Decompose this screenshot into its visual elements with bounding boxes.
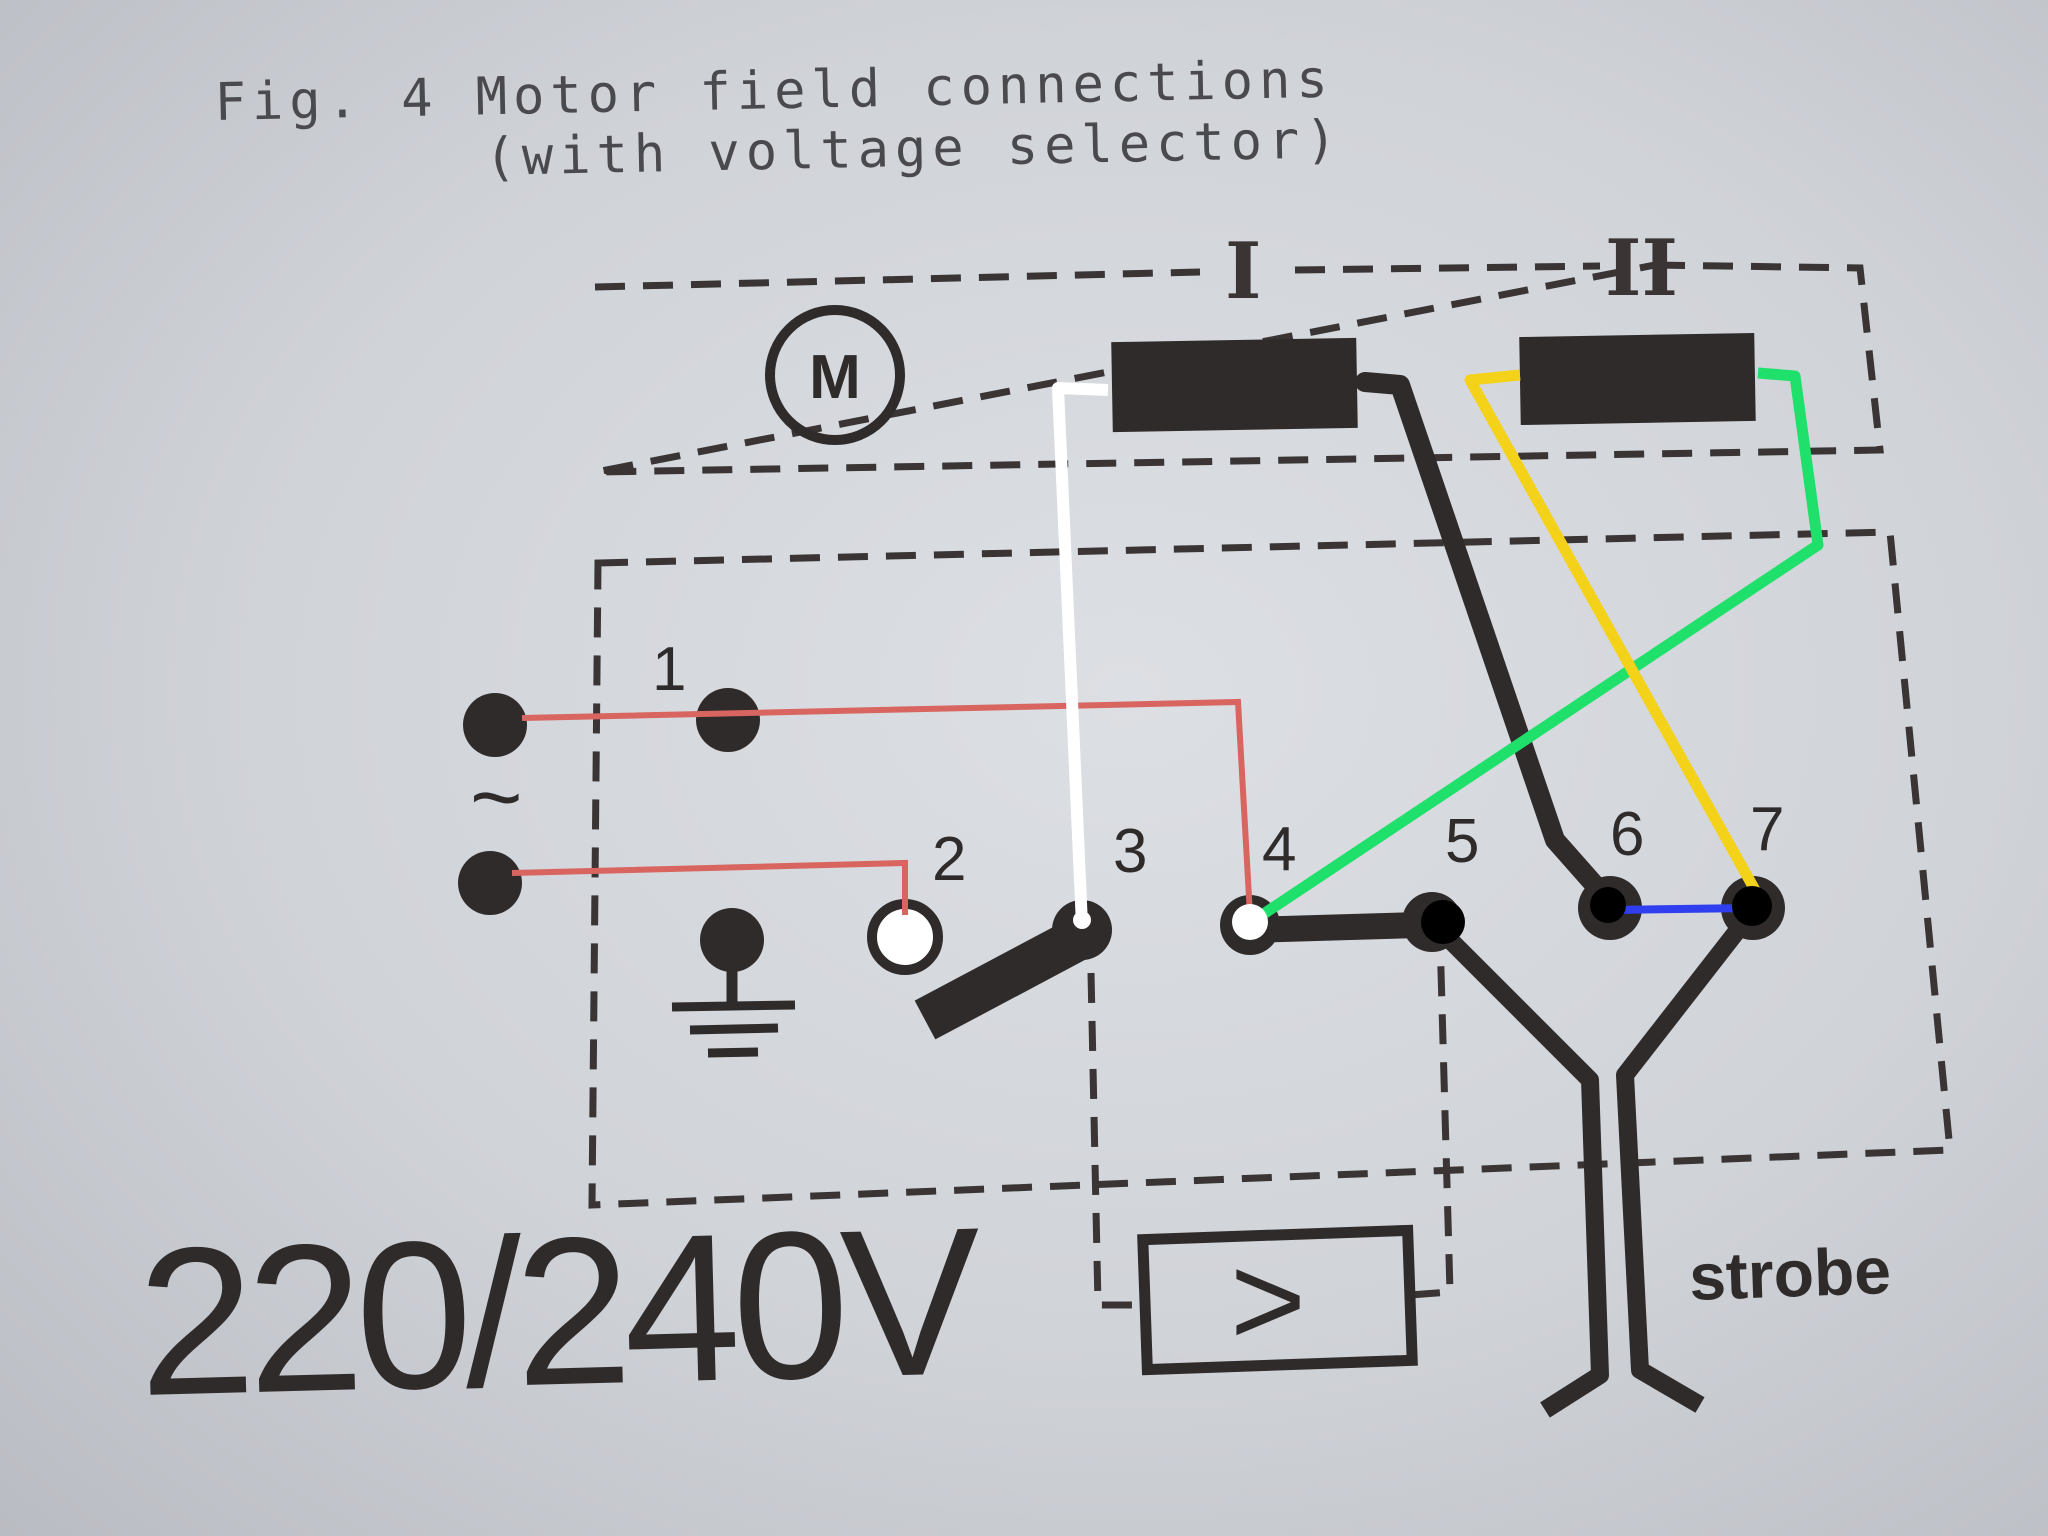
mains-wire-bottom — [511, 859, 908, 915]
field-winding-2 — [1519, 332, 1756, 426]
terminal-7-label: 7 — [1750, 795, 1784, 864]
mains-terminal-top — [463, 693, 527, 757]
black-dot-terminal-6 — [1590, 887, 1626, 923]
field-winding-1 — [1111, 337, 1358, 433]
black-dot-terminal-5 — [1421, 900, 1465, 944]
terminal-5-label: 5 — [1445, 807, 1479, 876]
voltage-label: 220/240V — [135, 1183, 984, 1440]
mains-terminal-bottom — [458, 851, 522, 915]
terminal-3-label: 3 — [1113, 817, 1147, 886]
terminal-3 — [1052, 900, 1112, 960]
strobe-lead-left — [1428, 918, 1609, 1418]
capacitor-dashed-lines — [1086, 924, 1454, 1309]
terminal-1-label: 1 — [652, 635, 686, 704]
white-dot-terminal-2 — [889, 921, 917, 949]
motor-symbol-label: M — [809, 343, 861, 412]
strobe-lead-right — [1616, 902, 1763, 1413]
winding-1-label: I — [1225, 226, 1262, 317]
terminal-2-label: 2 — [932, 825, 966, 894]
winding-2-label: II — [1605, 223, 1678, 314]
white-dot-terminal-4 — [1232, 904, 1268, 940]
black-dot-terminal-7 — [1732, 886, 1772, 926]
capacitor-symbol: > — [1230, 1227, 1306, 1373]
white-dot-terminal-3 — [1073, 911, 1091, 929]
terminal-4-label: 4 — [1262, 815, 1296, 884]
yellow-wire — [1464, 369, 1760, 893]
green-wire — [1246, 367, 1824, 928]
motor-box — [594, 261, 1884, 476]
mains-wire-top — [521, 698, 1253, 916]
terminal-6-label: 6 — [1610, 800, 1644, 869]
terminal-1 — [696, 688, 760, 752]
winding-1-lead-to-terminal-6 — [1355, 372, 1618, 910]
ground-icon — [671, 908, 796, 1058]
strobe-label: strobe — [1688, 1233, 1892, 1314]
capacitor-box — [1137, 1224, 1418, 1376]
selector-blade — [914, 915, 1096, 1040]
white-wire — [1052, 382, 1109, 926]
motor-symbol-circle — [765, 305, 905, 445]
blue-jumper — [1611, 904, 1751, 914]
mains-symbol: ~ — [470, 748, 523, 848]
